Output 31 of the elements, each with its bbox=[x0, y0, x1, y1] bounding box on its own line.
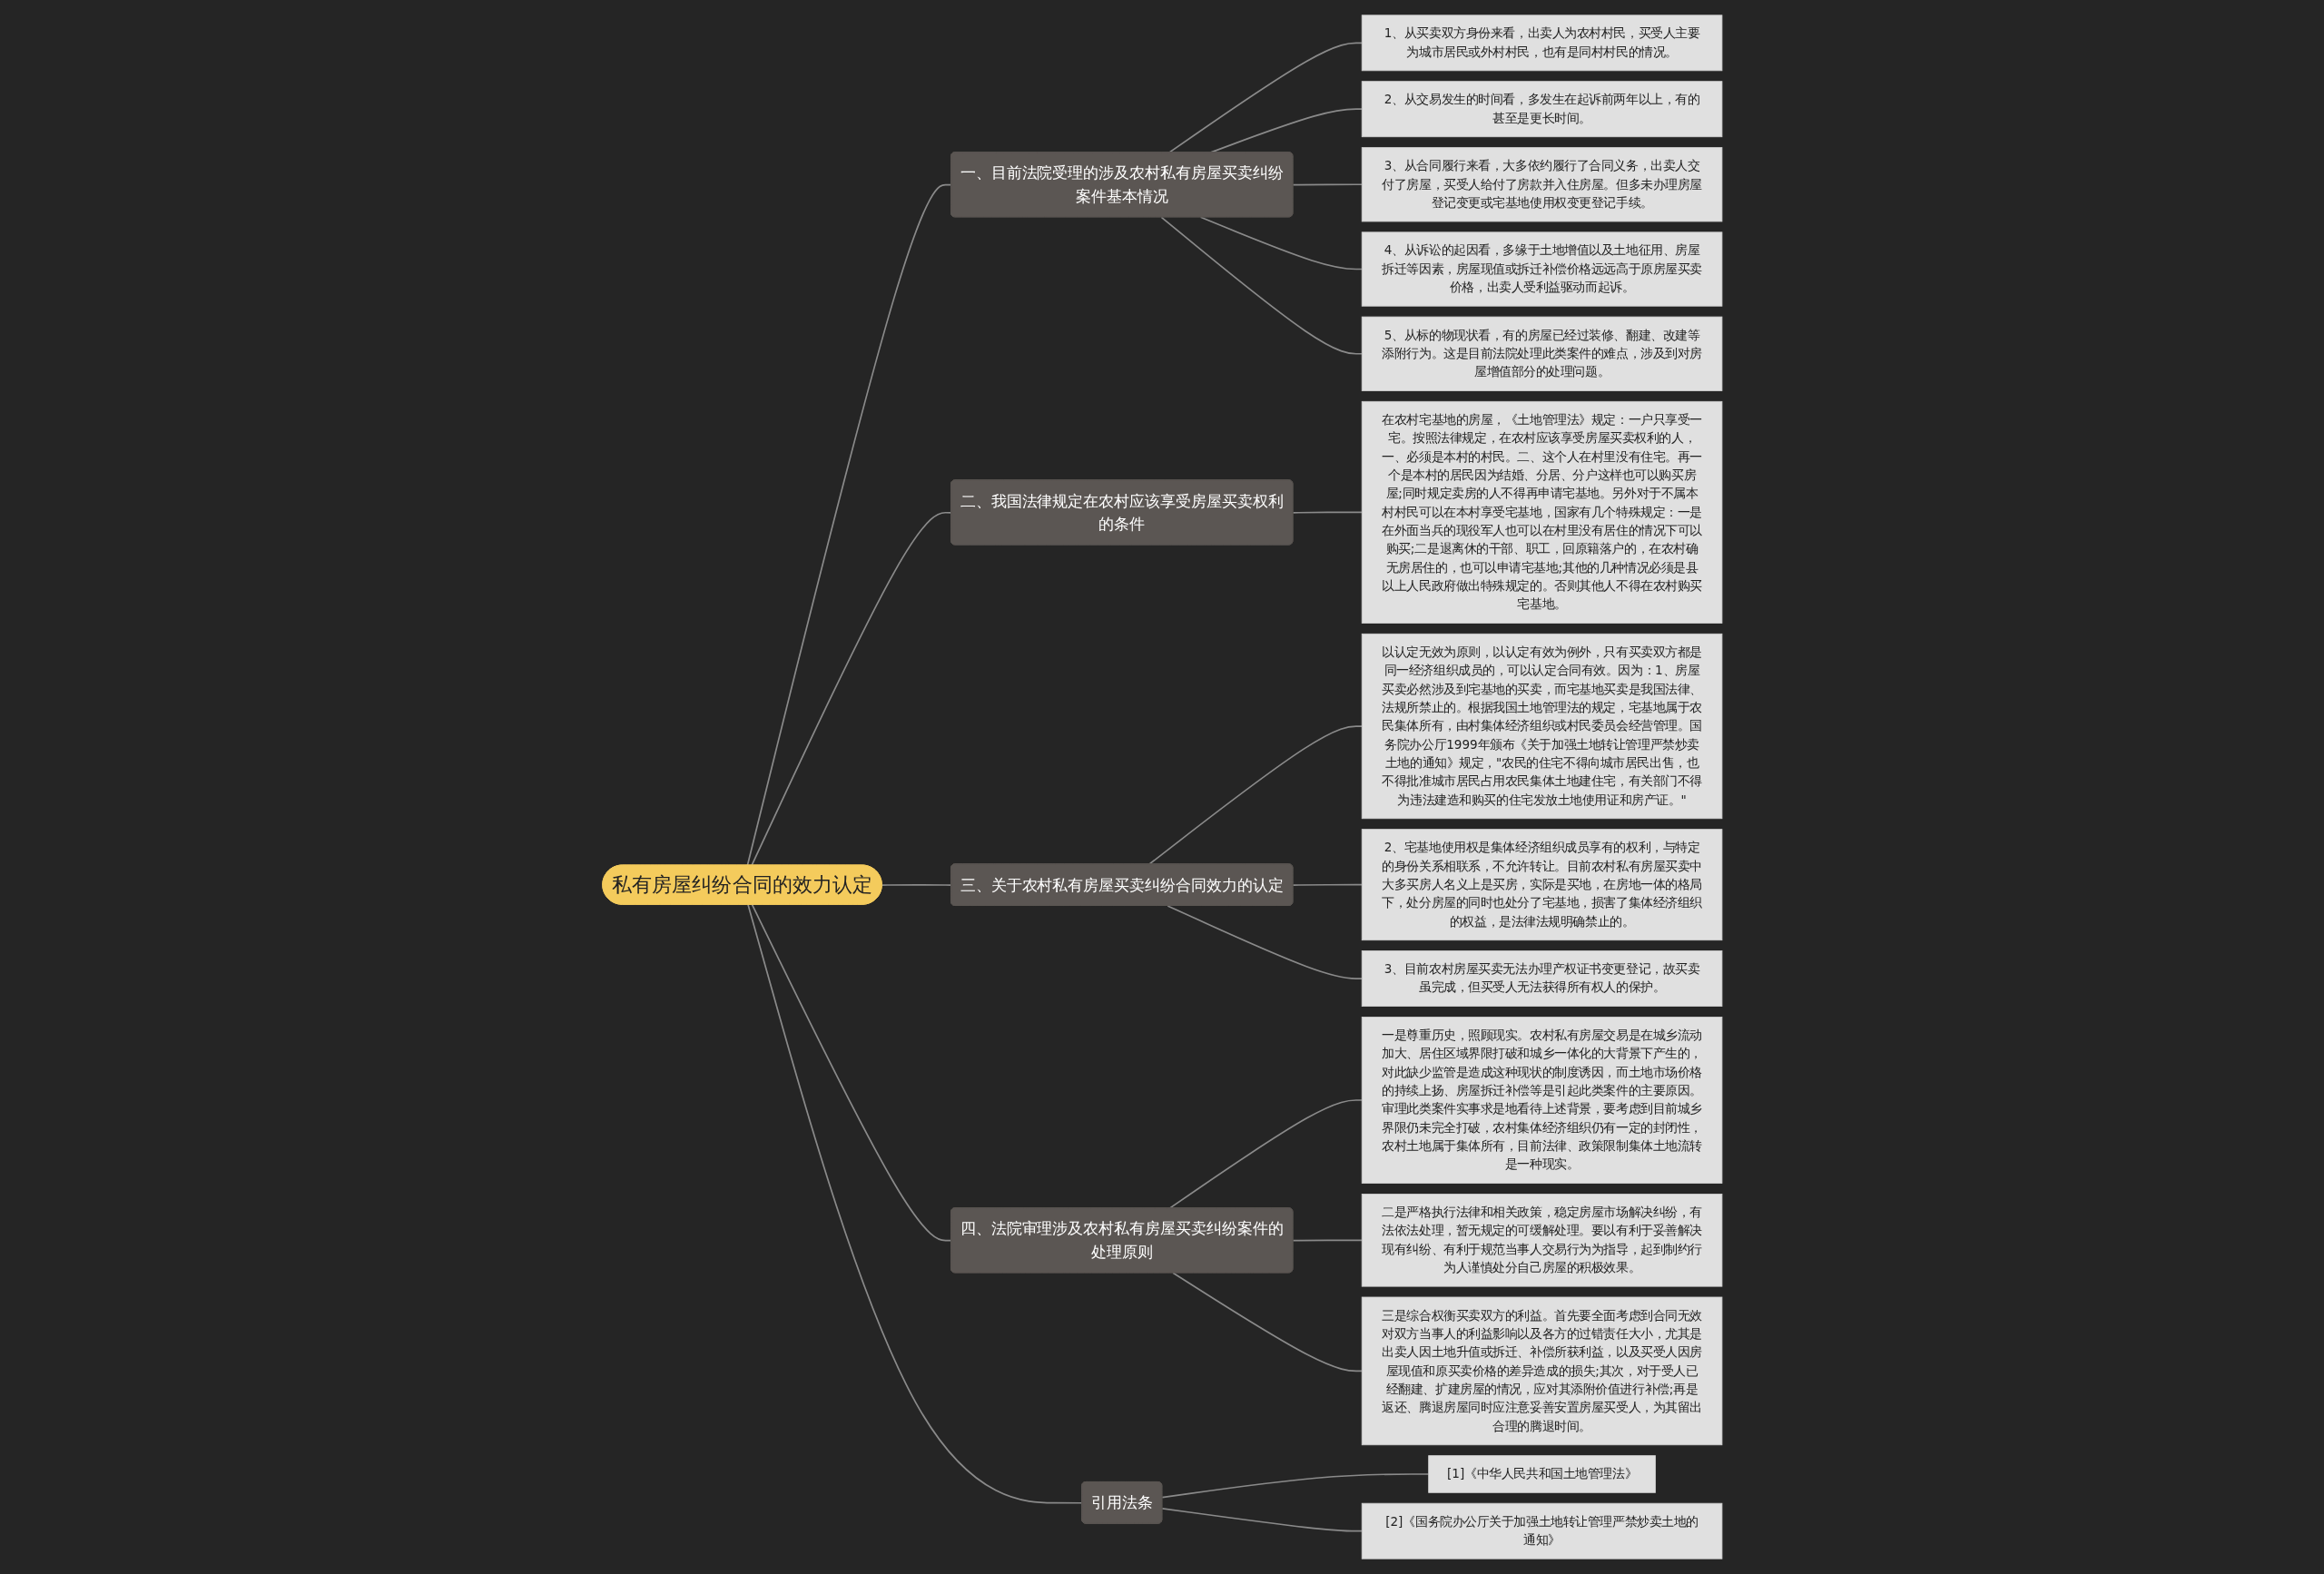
node-box: 以认定无效为原则，以认定有效为例外，只有买卖双方都是同一经济组织成员的，可以认定合同有效。因为：1、房屋买卖必然涉及到宅基地的买卖，而宅基地买卖是我国法律、法规所禁止的。根据我国土地管理法的规定，宅基地属于农民集体所有，由村集体经济组织或村民委员会经营管理。国务院办公厅1999年颁布《关于加强土地转让管理严禁炒卖土地的通知》规定，"农民的住宅不得向城市居民出售，也不得批准城市居民占用农民集体土地建住宅，有关部门不得为违法建造和购买的住宅发放土地使用证和房产证。" bbox=[1361, 633, 1722, 820]
connector bbox=[1292, 883, 1363, 886]
node-box: 1、从买卖双方身份来看，出卖人为农村村民，买受人主要为城市居民或外村村民，也有是同村村民的情况。 bbox=[1361, 15, 1722, 72]
node-box: 5、从标的物现状看，有的房屋已经过装修、翻建、改建等添附行为。这是目前法院处理此类案件的难点，涉及到对房屋增值部分的处理问题。 bbox=[1361, 316, 1722, 391]
connector bbox=[1161, 1473, 1430, 1499]
node-box: 2、从交易发生的时间看，多发生在起诉前两年以上，有的甚至是更长时间。 bbox=[1361, 81, 1722, 138]
connector bbox=[1167, 905, 1363, 979]
node-box: [2]《国务院办公厅关于加强土地转让管理严禁炒卖土地的通知》 bbox=[1361, 1502, 1722, 1559]
node-box: 三是综合权衡买卖双方的利益。首先要全面考虑到合同无效对双方当事人的利益影响以及各方的过错责任大小，尤其是出卖人因土地升值或拆迁、补偿所获利益，以及买受人因房屋现值和原买卖价格的差异造成的损失;其次，对于受人已经翻建、扩建房屋的情况，应对其添附价值进行补偿;再是返还、腾退房屋同时应注意妥善安置房屋买受人，为其留出合理的腾退时间。 bbox=[1361, 1296, 1722, 1446]
node-box: 3、从合同履行来看，大多依约履行了合同义务，出卖人交付了房屋，买受人给付了房款并入住房屋。但多未办理房屋登记变更或宅基地使用权变更登记手续。 bbox=[1361, 147, 1722, 222]
node-box: 4、从诉讼的起因看，多缘于土地增值以及土地征用、房屋拆迁等因素，房屋现值或拆迁补偿价格远远高于原房屋买卖价格，出卖人受利益驱动而起诉。 bbox=[1361, 231, 1722, 307]
node-box: 3、目前农村房屋买卖无法办理产权证书变更登记，故买卖虽完成，但买受人无法获得所有权人的保护。 bbox=[1361, 950, 1722, 1007]
connector bbox=[750, 511, 952, 867]
connector bbox=[1168, 1099, 1363, 1209]
connector bbox=[1160, 216, 1363, 355]
node-box: 二是严格执行法律和相关政策，稳定房屋市场解决纠纷，有法依法处理，暂无规定的可缓解处理。要以有利于妥善解决现有纠纷、有利于规范当事人交易行为为指导，起到制约行为人谨慎处分自己房屋的积极效果。 bbox=[1361, 1194, 1722, 1287]
node-box: [1]《中华人民共和国土地管理法》 bbox=[1427, 1455, 1656, 1493]
node-box: 2、宅基地使用权是集体经济组织成员享有的权利，与特定的身份关系相联系，不允许转让。目前农村私有房屋买卖中大多买房人名义上是买房，实际是买地，在房地一体的格局下，处分房屋的同时也处分了宅基地，损害了集体经济组织的权益，是法律法规明确禁止的。 bbox=[1361, 829, 1722, 941]
connector bbox=[1171, 1272, 1363, 1372]
connector bbox=[1292, 511, 1363, 514]
connector bbox=[1167, 42, 1363, 153]
connector bbox=[1199, 216, 1363, 271]
connector bbox=[1292, 183, 1363, 186]
connector bbox=[881, 883, 952, 886]
connector bbox=[746, 183, 952, 867]
connector bbox=[1161, 1508, 1363, 1532]
connector bbox=[751, 903, 952, 1242]
node-box: 在农村宅基地的房屋，《土地管理法》规定：一户只享受一宅。按照法律规定，在农村应该享受房屋买卖权利的人，一、必须是本村的村民。二、这个人在村里没有住宅。再一个是本村的居民因为结婚、分居、分户这样也可以购买房屋;同时规定卖房的人不得再申请宅基地。另外对于不属本村村民可以在本村享受宅基地，国家有几个特殊规定：一是在外面当兵的现役军人也可以在村里没有居住的情况下可以购买;二是退离休的干部、职工，回原籍落户的，在农村确无房居住的，也可以申请宅基地;其他的几种情况必须是县以上人民政府做出特殊规定的。否则其他人不得在农村购买宅基地。 bbox=[1361, 400, 1722, 624]
node-box: 一是尊重历史，照顾现实。农村私有房屋交易是在城乡流动加大、居住区域界限打破和城乡一体化的大背景下产生的，对此缺少监管是造成这种现状的制度诱因，而土地市场价格的持续上扬、房屋拆迁补偿等是引起此类案件的主要原因。审理此类案件实事求是地看待上述背景，要考虑到目前城乡界限仍未完全打破，农村集体经济组织仍有一定的封闭性，农村土地属于集体所有，目前法律、政策限制集体土地流转是一种现实。 bbox=[1361, 1017, 1722, 1184]
connector bbox=[746, 903, 1083, 1504]
connector bbox=[1292, 1239, 1363, 1242]
